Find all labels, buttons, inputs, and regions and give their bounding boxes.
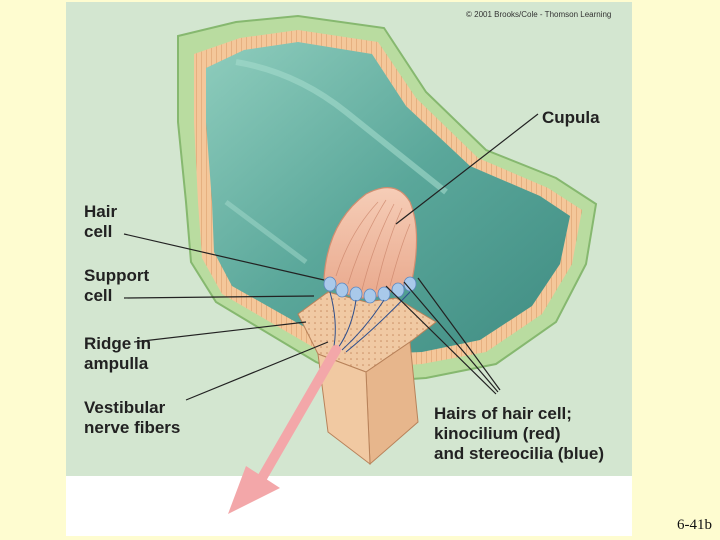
label-ridge-in-ampulla: Ridge in ampulla	[84, 334, 151, 374]
copyright-text: © 2001 Brooks/Cole - Thomson Learning	[466, 10, 611, 19]
label-cupula: Cupula	[542, 108, 600, 128]
label-hairs-of-hair-cell: Hairs of hair cell; kinocilium (red) and…	[434, 404, 604, 464]
illustration-panel: © 2001 Brooks/Cole - Thomson Learning Cu…	[66, 2, 632, 536]
nerve-arrow-head	[228, 466, 280, 514]
label-hair-cell: Hair cell	[84, 202, 117, 242]
nerve-arrow-shaft	[262, 350, 336, 478]
slide-number: 6-41b	[677, 517, 712, 534]
label-support-cell: Support cell	[84, 266, 149, 306]
label-vestibular-nerve-fibers: Vestibular nerve fibers	[84, 398, 180, 438]
